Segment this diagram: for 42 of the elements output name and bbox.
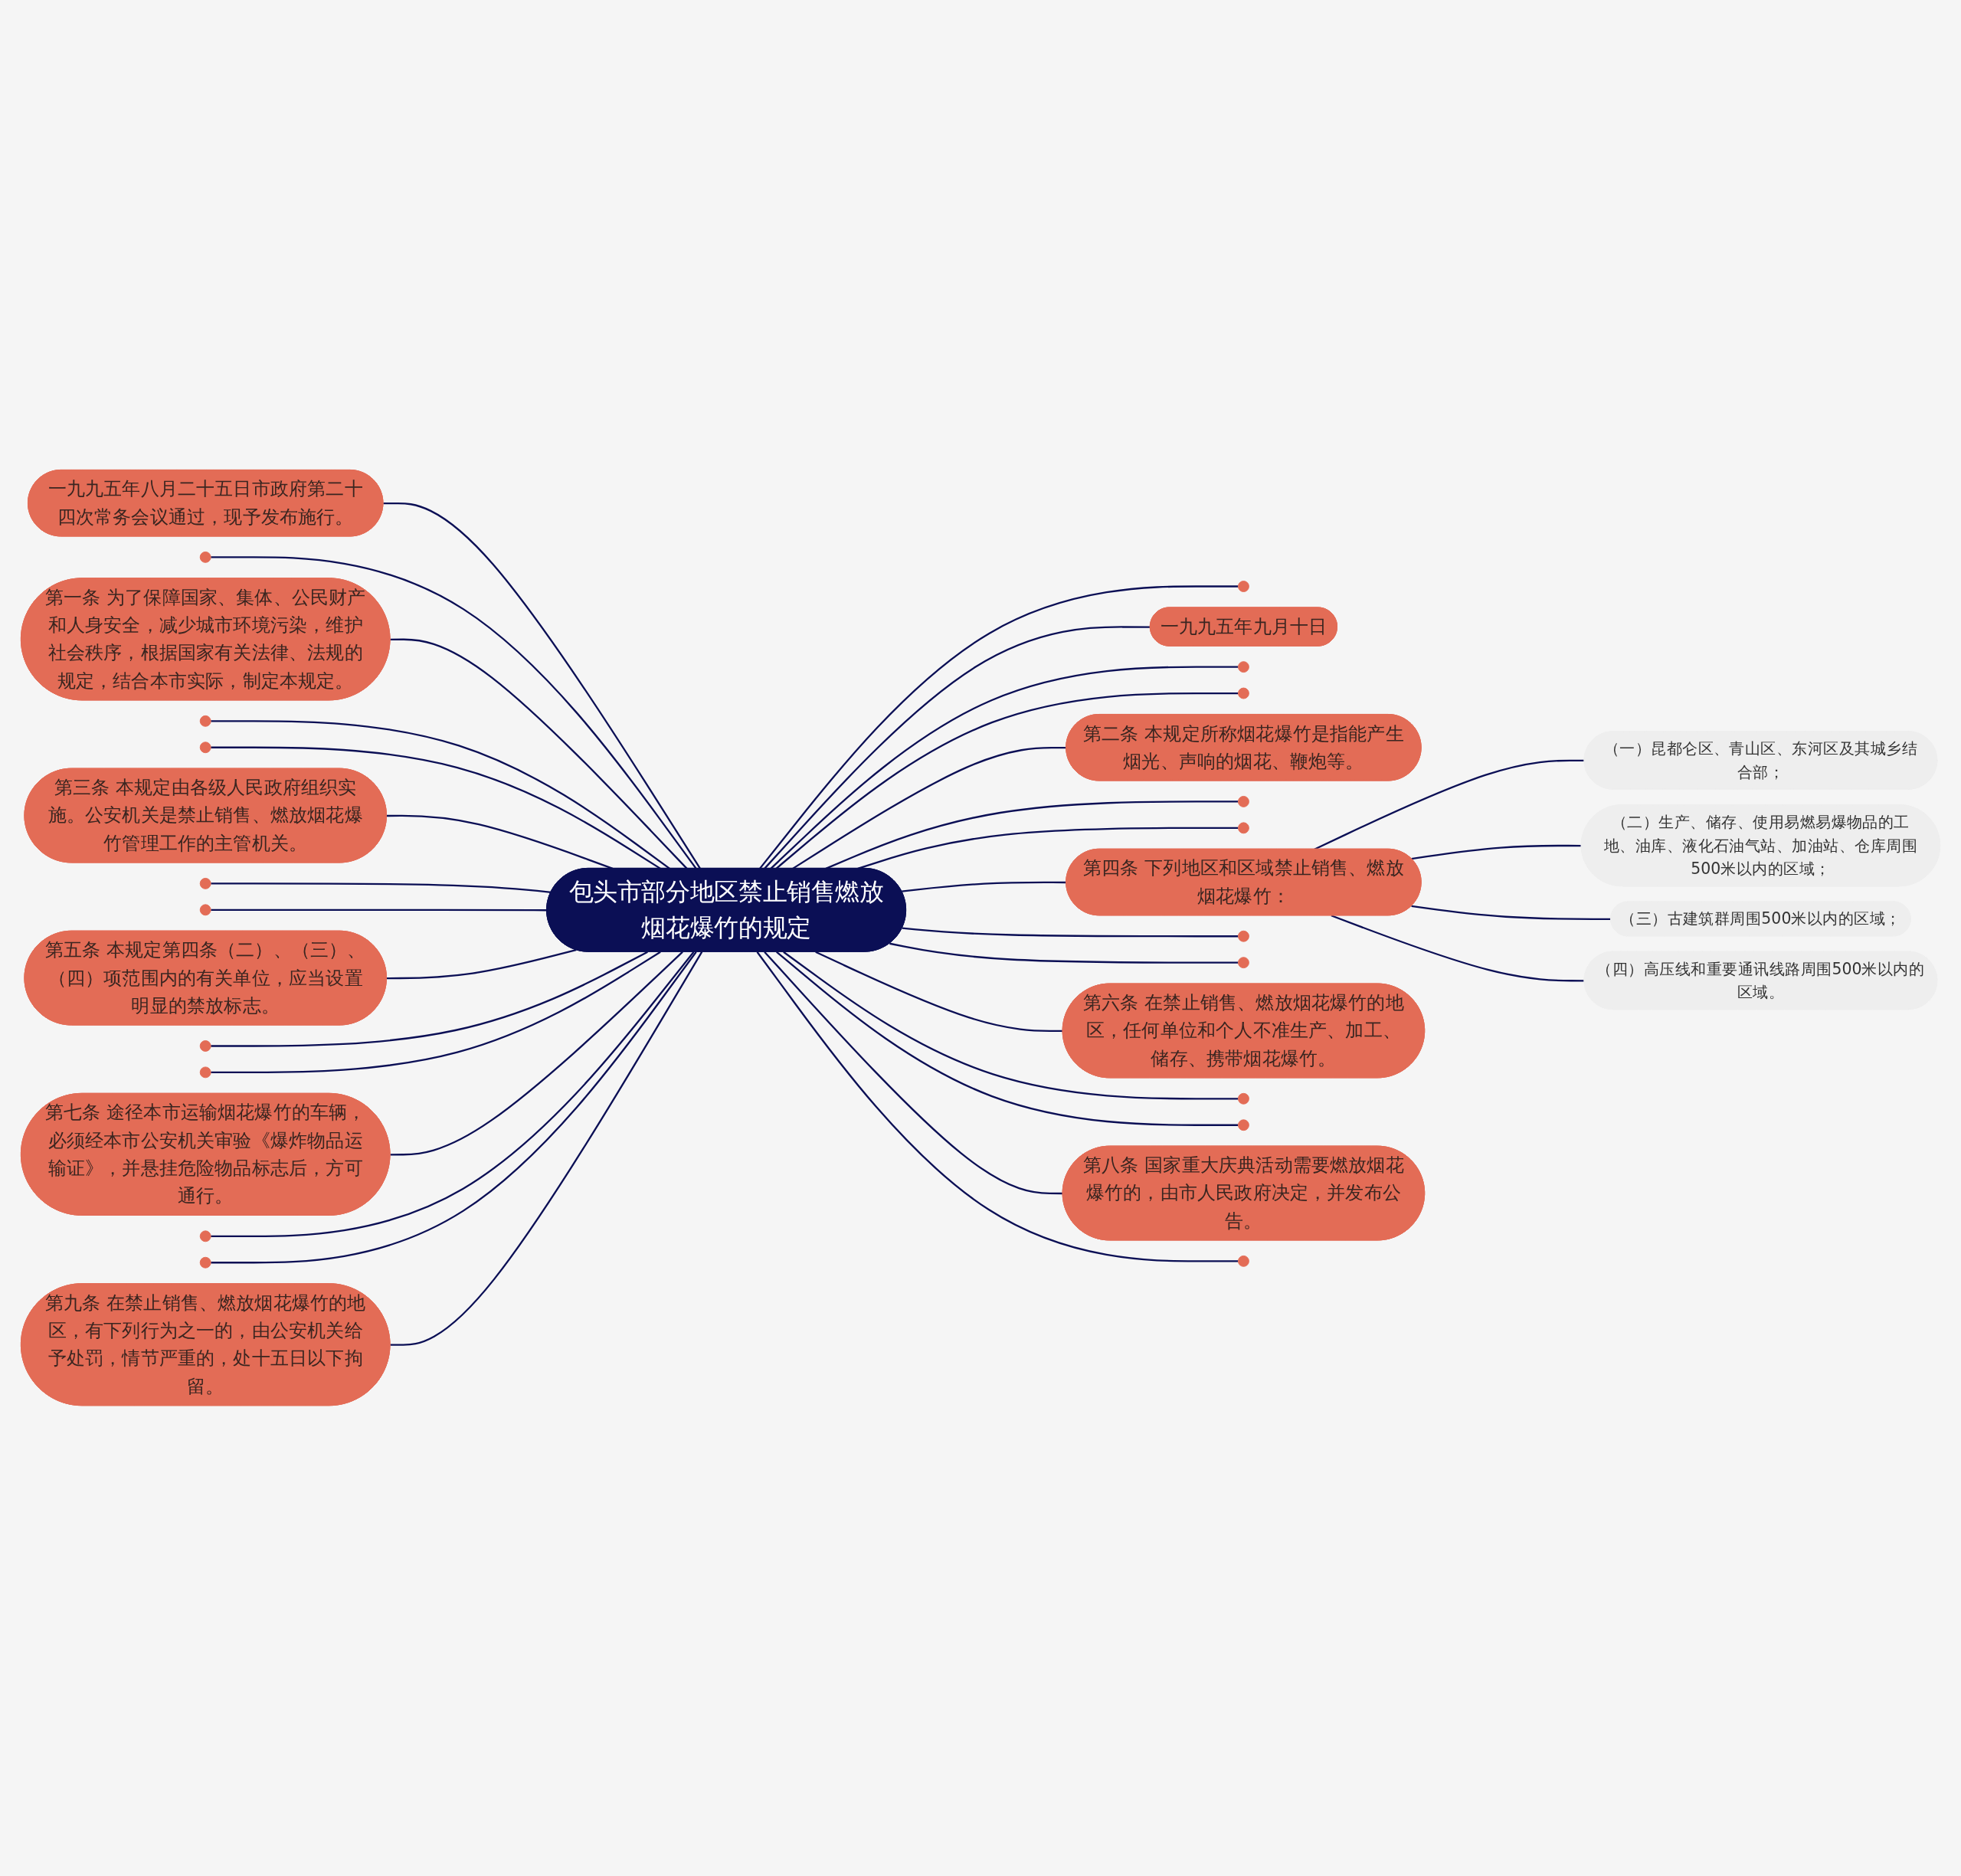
node-circle <box>199 904 211 916</box>
connector <box>211 909 548 912</box>
connector <box>1331 915 1585 982</box>
connector <box>783 951 1239 1100</box>
connector <box>857 827 1239 870</box>
node-circle <box>199 1230 211 1242</box>
node-circle <box>199 878 211 890</box>
connector <box>211 882 552 894</box>
connector <box>756 951 1239 1262</box>
connector <box>211 951 661 1074</box>
node-circle <box>1237 1093 1249 1105</box>
node-circle <box>1237 957 1249 969</box>
connector <box>1411 905 1612 921</box>
connector <box>889 943 1239 964</box>
connector <box>759 585 1239 869</box>
node-circle <box>199 552 211 564</box>
node-circle <box>1237 581 1249 593</box>
node-circle <box>1237 1119 1249 1131</box>
node-circle <box>1237 822 1249 834</box>
node-circle <box>1237 661 1249 673</box>
node-circle <box>199 715 211 728</box>
node-circle <box>1237 1256 1249 1268</box>
connector <box>211 556 697 869</box>
node-circle <box>1237 796 1249 808</box>
connector <box>776 951 1239 1127</box>
node-circle <box>199 1066 211 1079</box>
connector <box>386 949 577 980</box>
connector <box>902 882 1067 893</box>
connector <box>390 951 703 1347</box>
node-circle <box>1237 931 1249 943</box>
connector <box>764 951 1063 1195</box>
connector <box>211 951 648 1048</box>
connector <box>825 800 1239 870</box>
node-circle <box>199 1040 211 1053</box>
connector <box>1411 845 1582 860</box>
node-circle <box>199 742 211 754</box>
connector <box>383 503 701 869</box>
node-circle <box>1237 688 1249 699</box>
node-circle <box>199 1257 211 1269</box>
connector <box>815 951 1063 1033</box>
connector <box>390 951 683 1156</box>
connector <box>902 927 1239 938</box>
